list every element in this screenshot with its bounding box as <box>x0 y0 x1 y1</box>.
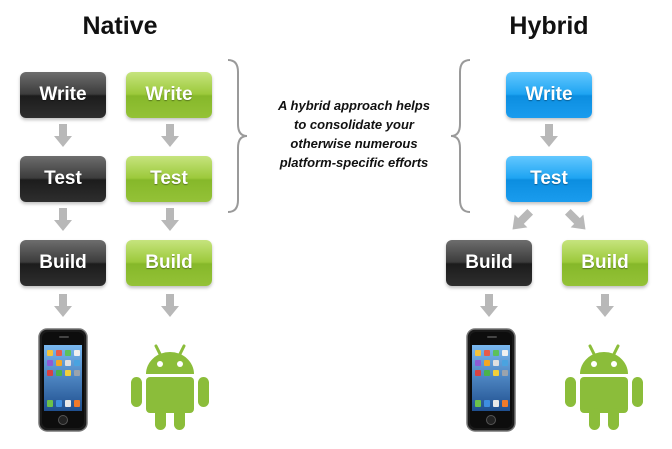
native-ios-test-box: Test <box>20 156 106 202</box>
hybrid-note: A hybrid approach helps to consolidate y… <box>256 96 452 172</box>
native-ios-build-box: Build <box>20 240 106 286</box>
arrow-down-icon <box>161 294 179 317</box>
arrow-down-icon <box>480 294 498 317</box>
android-robot-icon <box>131 344 209 430</box>
arrow-down-icon <box>161 208 179 231</box>
arrow-down-icon <box>54 124 72 147</box>
native-android-build-box: Build <box>126 240 212 286</box>
iphone-icon <box>38 328 88 432</box>
native-android-test-box: Test <box>126 156 212 202</box>
iphone-icon <box>466 328 516 432</box>
native-ios-write-box: Write <box>20 72 106 118</box>
hybrid-write-box: Write <box>506 72 592 118</box>
hybrid-note-line: A hybrid approach helps <box>278 98 430 113</box>
hybrid-note-line: to consolidate your <box>294 117 414 132</box>
arrow-down-icon <box>54 208 72 231</box>
arrow-down-icon <box>540 124 558 147</box>
arrow-down-icon <box>54 294 72 317</box>
native-heading: Native <box>82 12 158 40</box>
arrow-down-icon <box>596 294 614 317</box>
hybrid-android-build-box: Build <box>562 240 648 286</box>
curly-brace-icon <box>450 59 471 213</box>
android-robot-icon <box>565 344 643 430</box>
hybrid-test-box: Test <box>506 156 592 202</box>
hybrid-ios-build-box: Build <box>446 240 532 286</box>
hybrid-note-line: otherwise numerous <box>290 136 418 151</box>
arrow-diagonal-icon <box>512 208 534 230</box>
arrow-diagonal-icon <box>564 208 586 230</box>
curly-brace-icon <box>227 59 248 213</box>
native-android-write-box: Write <box>126 72 212 118</box>
hybrid-note-line: platform-specific efforts <box>279 155 429 170</box>
arrow-down-icon <box>161 124 179 147</box>
hybrid-heading: Hybrid <box>509 12 589 40</box>
